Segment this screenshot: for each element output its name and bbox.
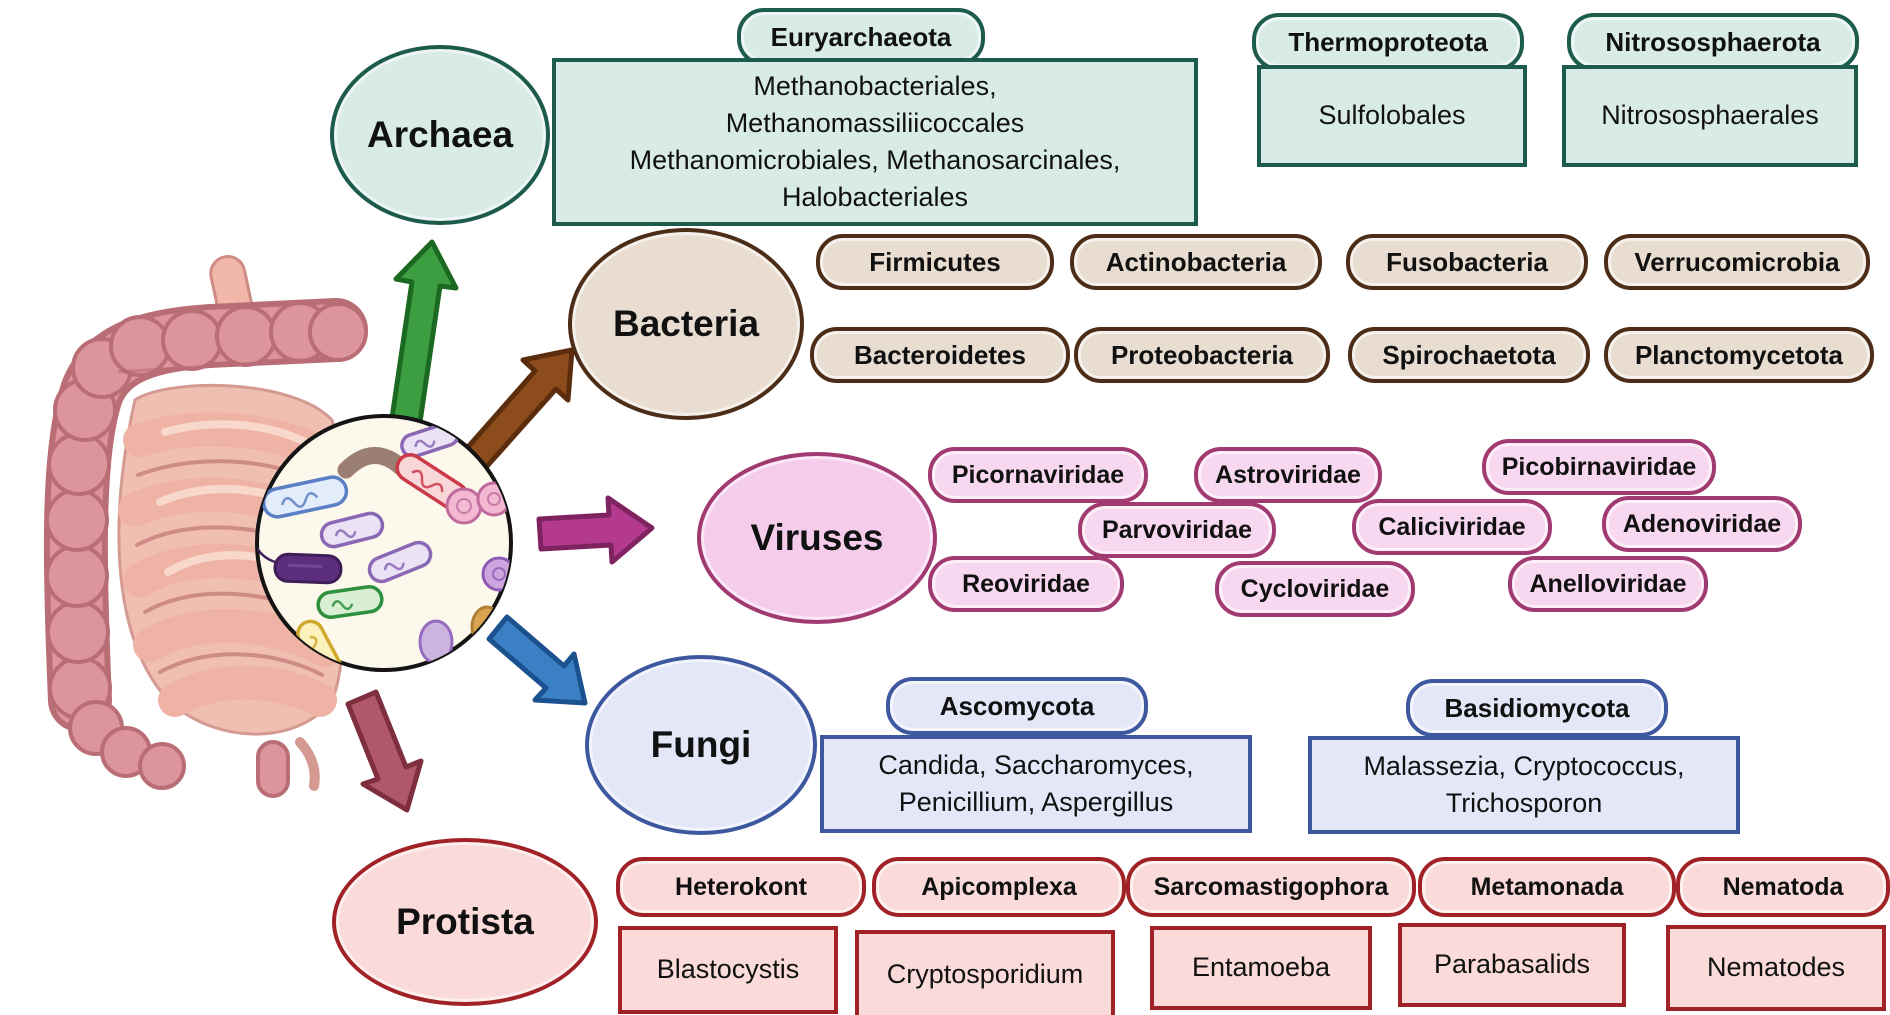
family-pill-caliciviridae: Caliciviridae [1352,499,1552,555]
arrow-archaea-icon [389,239,459,425]
arrow-bacteria-icon [457,347,575,477]
phylum-pill-planctomycetota: Planctomycetota [1604,327,1874,383]
phylum-pill-actinobacteria: Actinobacteria [1070,234,1322,290]
group-label-viruses: Viruses [750,517,884,558]
members-box-thermoproteota: Sulfolobales [1257,65,1527,167]
phylum-pill-euryarchaeota: Euryarchaeota [737,8,985,66]
phylum-pill-sarcomastigophora: Sarcomastigophora [1126,857,1416,917]
group-ellipse-protista: Protista [332,838,598,1006]
members-box-basidiomycota: Malassezia, Cryptococcus, Trichosporon [1308,736,1740,834]
family-pill-parvoviridae: Parvoviridae [1078,502,1276,558]
phylum-pill-verrucomicrobia: Verrucomicrobia [1604,234,1870,290]
phylum-pill-apicomplexa: Apicomplexa [872,857,1126,917]
family-pill-anelloviridae: Anelloviridae [1508,556,1708,612]
members-box-ascomycota: Candida, Saccharomyces, Penicillium, Asp… [820,735,1252,833]
family-pill-picornaviridae: Picornaviridae [928,447,1148,503]
microbe-circle-icon [255,414,513,672]
phylum-pill-spirochaetota: Spirochaetota [1348,327,1590,383]
group-ellipse-viruses: Viruses [697,452,937,624]
family-pill-astroviridae: Astroviridae [1194,447,1382,503]
arrow-fungi-icon [486,614,588,706]
group-ellipse-fungi: Fungi [585,655,817,835]
members-box-sarcomastigophora: Entamoeba [1150,926,1372,1010]
members-box-nematoda: Nematodes [1666,925,1886,1011]
group-label-bacteria: Bacteria [612,303,760,344]
family-pill-reoviridae: Reoviridae [928,556,1124,612]
phylum-pill-thermoproteota: Thermoproteota [1252,13,1524,71]
arrows [345,239,655,813]
arrow-protista-icon [345,689,424,813]
members-box-nitrososphaerota: Nitrososphaerales [1562,65,1858,167]
phylum-pill-metamonada: Metamonada [1418,857,1676,917]
members-box-apicomplexa: Cryptosporidium [855,930,1115,1015]
arrow-viruses-icon [536,495,655,565]
phylum-pill-nematoda: Nematoda [1676,857,1890,917]
group-ellipse-archaea: Archaea [330,45,550,225]
phylum-pill-heterokont: Heterokont [616,857,866,917]
members-box-euryarchaeota: Methanobacteriales, Methanomassiliicocca… [552,58,1198,226]
group-label-protista: Protista [396,901,534,942]
group-label-archaea: Archaea [366,114,514,155]
members-box-metamonada: Parabasalids [1398,923,1626,1007]
phylum-pill-ascomycota: Ascomycota [886,677,1148,735]
family-pill-picobirnaviridae: Picobirnaviridae [1482,439,1716,495]
family-pill-adenoviridae: Adenoviridae [1602,496,1802,552]
phylum-pill-proteobacteria: Proteobacteria [1074,327,1330,383]
group-label-fungi: Fungi [650,724,752,765]
phylum-pill-bacteroidetes: Bacteroidetes [810,327,1070,383]
group-ellipse-bacteria: Bacteria [568,228,804,420]
phylum-pill-firmicutes: Firmicutes [816,234,1054,290]
phylum-pill-nitrososphaerota: Nitrososphaerota [1567,13,1859,71]
phylum-pill-fusobacteria: Fusobacteria [1346,234,1588,290]
members-box-heterokont: Blastocystis [618,926,838,1014]
family-pill-cycloviridae: Cycloviridae [1215,561,1415,617]
phylum-pill-basidiomycota: Basidiomycota [1406,679,1668,737]
